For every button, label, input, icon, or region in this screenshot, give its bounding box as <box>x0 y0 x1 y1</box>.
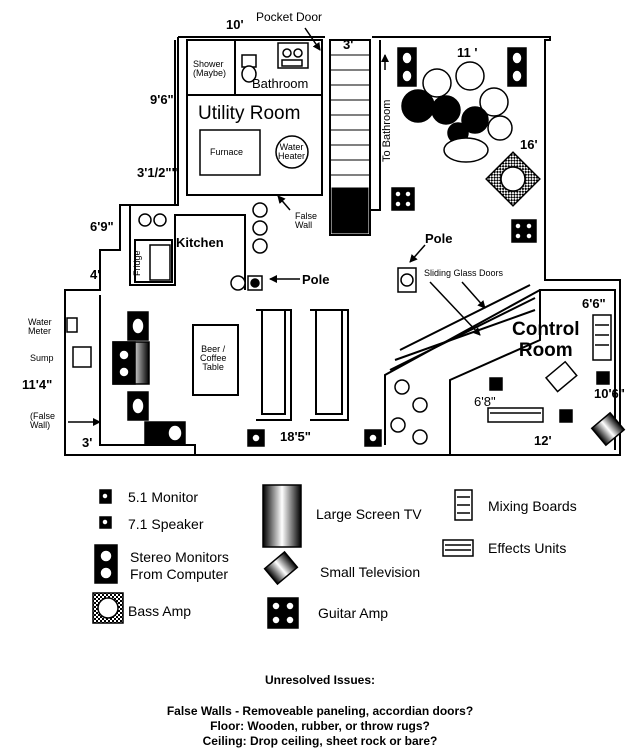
pole-label-1: Pole <box>425 231 453 246</box>
dim-11ft: 11 ' <box>457 45 478 60</box>
dim-4ft: 4' <box>90 267 101 282</box>
dim-16ft: 16' <box>520 137 538 152</box>
legend-small-tv: Small Television <box>320 564 421 580</box>
utility-room-label: Utility Room <box>198 103 301 124</box>
issues-title: Unresolved Issues: <box>264 673 376 687</box>
dim-6-8: 6'8" <box>474 394 496 409</box>
false-wall-stairs-label: False Wall <box>295 211 318 230</box>
pole-label-2: Pole <box>302 272 330 287</box>
bathroom-label: Bathroom <box>252 76 309 91</box>
water-meter-label: Water Meter <box>28 317 52 336</box>
main-room-equipment <box>112 311 428 447</box>
issue-false-walls: False Walls - Removeable paneling, accor… <box>166 704 474 718</box>
legend-large-tv: Large Screen TV <box>316 506 422 522</box>
walls <box>64 36 621 456</box>
dim-3-1-2: 3'1/2"" <box>137 165 178 180</box>
legend-71-speaker: 7.1 Speaker <box>128 516 204 532</box>
stairs <box>330 54 370 234</box>
pocket-door-label: Pocket Door <box>256 10 323 24</box>
sliding-doors-label: Sliding Glass Doors <box>424 268 504 278</box>
dim-3ft-bottom: 3' <box>82 435 93 450</box>
legend-guitar-amp: Guitar Amp <box>318 605 389 621</box>
issue-floor: Floor: Wooden, rubber, or throw rugs? <box>210 719 430 733</box>
shower-label: Shower (Maybe) <box>193 59 227 78</box>
drum-area <box>391 47 541 243</box>
sump-label: Sump <box>30 353 54 363</box>
fridge-label: Fridge <box>132 250 142 276</box>
dim-3ft-stairs: 3' <box>343 37 354 52</box>
poles <box>247 267 417 293</box>
furnace-label: Furnace <box>210 147 244 157</box>
bathroom-fixtures <box>241 42 309 83</box>
beer-table-label: Beer / Coffee Table <box>200 344 227 372</box>
dim-11-4: 11'4" <box>22 377 53 392</box>
kitchen-fixtures <box>138 202 268 291</box>
dim-10ft: 10' <box>226 17 244 32</box>
legend-icons <box>92 484 474 629</box>
dim-18-5: 18'5" <box>280 429 311 444</box>
to-bathroom-label: To Bathroom <box>381 99 393 162</box>
control-room-label: Control Room <box>512 319 580 361</box>
legend-effects-units: Effects Units <box>488 540 567 556</box>
dim-6-6: 6'6" <box>582 296 606 311</box>
legend-51-monitor: 5.1 Monitor <box>128 489 199 505</box>
issue-ceiling: Ceiling: Drop ceiling, sheet rock or bar… <box>202 734 438 748</box>
dim-10-6: 10'6" <box>594 386 625 401</box>
water-heater-label: Water Heater <box>278 142 306 161</box>
dim-9-6: 9'6" <box>150 92 174 107</box>
couches <box>192 309 349 421</box>
sump-meter <box>66 317 92 368</box>
dim-6-9: 6'9" <box>90 219 114 234</box>
false-wall-left-label: (False Wall) <box>30 411 56 430</box>
legend-mixing-boards: Mixing Boards <box>488 498 577 514</box>
kitchen-label: Kitchen <box>176 235 224 250</box>
arrows <box>68 27 486 426</box>
legend-stereo-monitors: Stereo Monitors From Computer <box>130 549 229 582</box>
utility-fixtures <box>199 129 309 176</box>
control-room-equipment <box>487 314 626 447</box>
legend-bass-amp: Bass Amp <box>128 603 192 619</box>
dim-12ft: 12' <box>534 433 552 448</box>
